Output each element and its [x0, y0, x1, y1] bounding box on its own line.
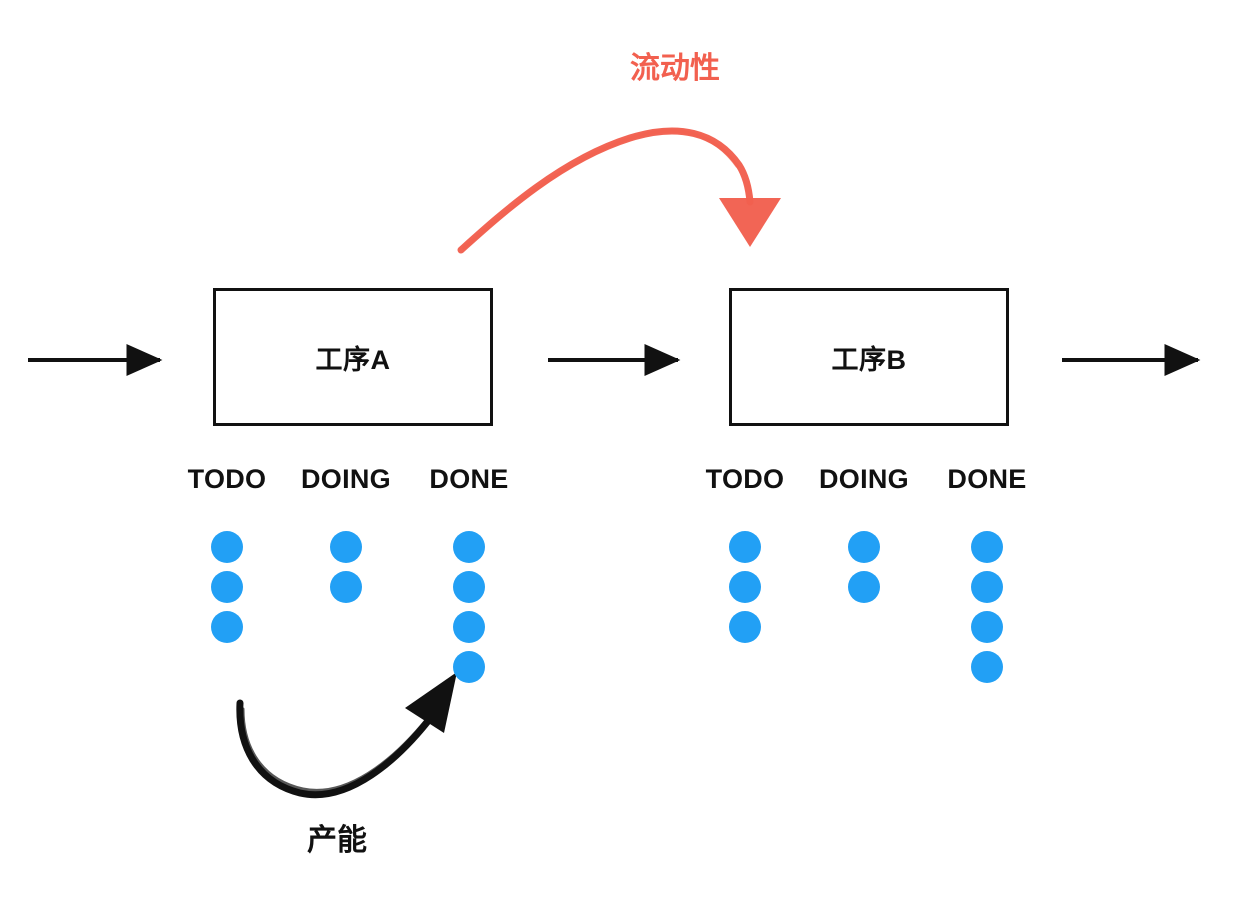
- kanban-card-dot[interactable]: [330, 531, 362, 563]
- kanban-card-dot[interactable]: [848, 571, 880, 603]
- kanban-card-dot[interactable]: [971, 571, 1003, 603]
- kanban-a-done-label: DONE: [429, 464, 509, 494]
- capacity-annotation-label: 产能: [307, 824, 367, 857]
- capacity-arrow-black: [236, 672, 457, 799]
- kanban-a-todo-label: TODO: [187, 464, 267, 494]
- kanban-a-done-dots: [453, 531, 485, 683]
- process-b-label: 工序B: [831, 344, 907, 375]
- kanban-card-dot[interactable]: [971, 531, 1003, 563]
- process-a-label: 工序A: [315, 344, 391, 375]
- kanban-card-dot[interactable]: [453, 611, 485, 643]
- kanban-card-dot[interactable]: [971, 651, 1003, 683]
- kanban-card-dot[interactable]: [330, 571, 362, 603]
- kanban-b-column-todo[interactable]: TODO: [690, 466, 800, 683]
- process-b-box[interactable]: 工序B: [729, 288, 1009, 426]
- kanban-process-b: TODO DOING DONE: [690, 466, 1046, 683]
- kanban-b-column-doing[interactable]: DOING: [800, 466, 928, 683]
- flow-arrow-red: [457, 127, 781, 254]
- kanban-card-dot[interactable]: [729, 571, 761, 603]
- kanban-card-dot[interactable]: [453, 571, 485, 603]
- kanban-card-dot[interactable]: [211, 611, 243, 643]
- kanban-card-dot[interactable]: [211, 571, 243, 603]
- kanban-card-dot[interactable]: [848, 531, 880, 563]
- process-a-box[interactable]: 工序A: [213, 288, 493, 426]
- kanban-b-done-label: DONE: [947, 464, 1027, 494]
- kanban-b-column-done[interactable]: DONE: [928, 466, 1046, 683]
- kanban-b-todo-label: TODO: [705, 464, 785, 494]
- kanban-card-dot[interactable]: [211, 531, 243, 563]
- kanban-card-dot[interactable]: [971, 611, 1003, 643]
- kanban-process-a: TODO DOING DONE: [172, 466, 528, 683]
- kanban-a-todo-dots: [211, 531, 243, 643]
- kanban-b-todo-dots: [729, 531, 761, 643]
- kanban-a-column-done[interactable]: DONE: [410, 466, 528, 683]
- flow-annotation-label: 流动性: [630, 52, 720, 85]
- kanban-a-doing-dots: [330, 531, 362, 603]
- kanban-a-column-todo[interactable]: TODO: [172, 466, 282, 683]
- kanban-card-dot[interactable]: [453, 651, 485, 683]
- kanban-b-doing-label: DOING: [818, 464, 909, 494]
- kanban-b-doing-dots: [848, 531, 880, 603]
- kanban-card-dot[interactable]: [729, 611, 761, 643]
- kanban-a-column-doing[interactable]: DOING: [282, 466, 410, 683]
- kanban-card-dot[interactable]: [453, 531, 485, 563]
- kanban-b-done-dots: [971, 531, 1003, 683]
- kanban-card-dot[interactable]: [729, 531, 761, 563]
- kanban-a-doing-label: DOING: [300, 464, 391, 494]
